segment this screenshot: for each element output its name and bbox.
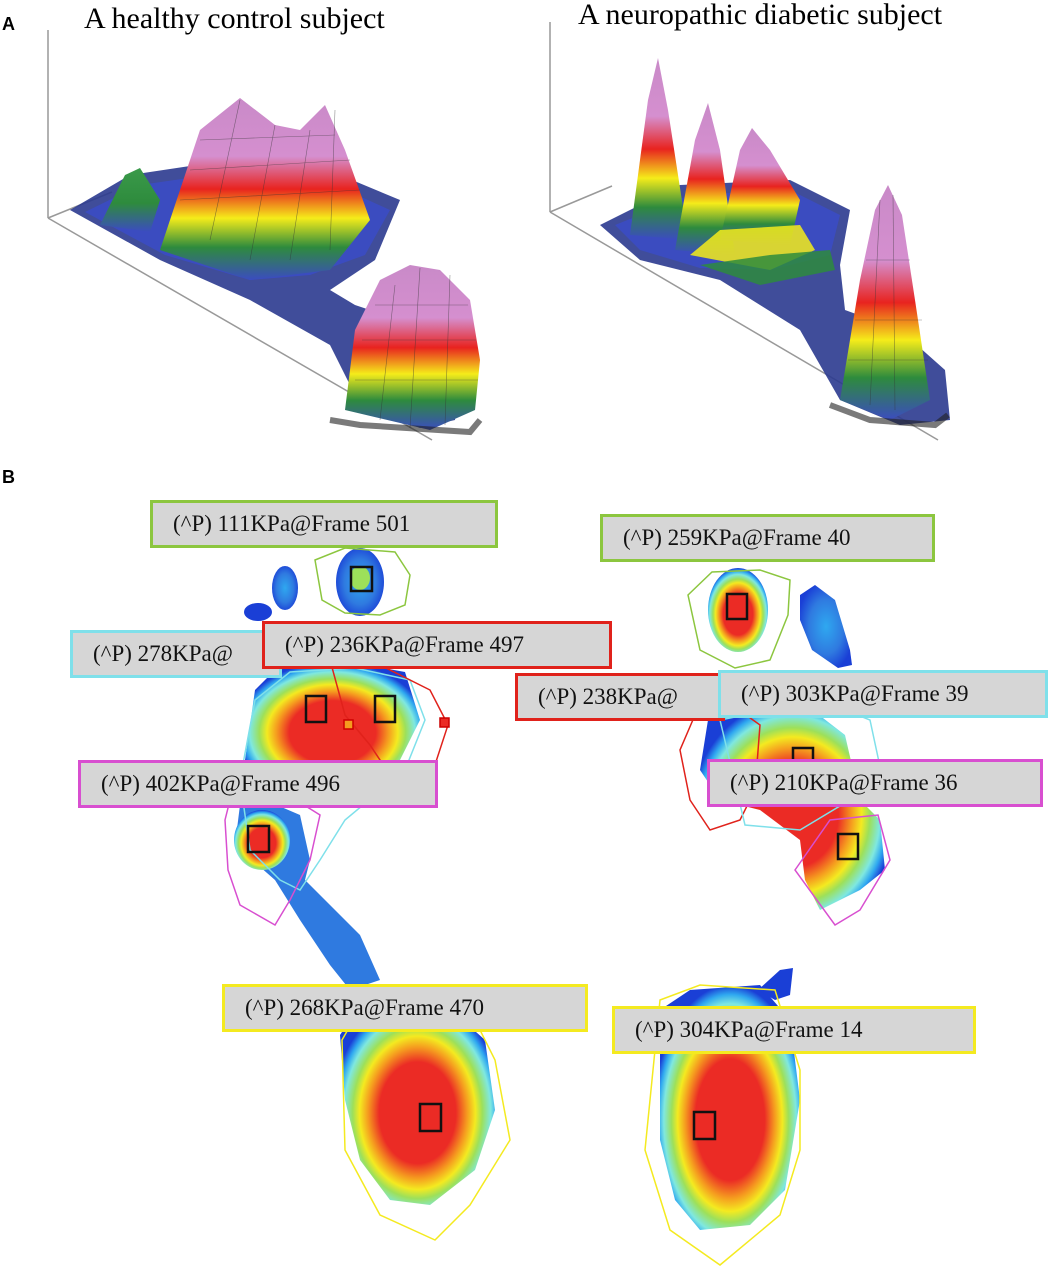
neuropathic-surface-plot — [549, 22, 950, 441]
left-subject-title: A healthy control subject — [84, 2, 385, 35]
right-heel-peak-label: (^P) 304KPa@Frame 14 — [612, 1006, 976, 1054]
panel-a-letter: A — [2, 14, 15, 34]
left-midfoot-magenta-label: (^P) 402KPa@Frame 496 — [78, 760, 438, 808]
right-toe-peak-label: (^P) 259KPa@Frame 40 — [600, 514, 935, 562]
left-forefoot-red-label: (^P) 236KPa@Frame 497 — [262, 621, 612, 669]
right-subject-title: A neuropathic diabetic subject — [578, 0, 943, 31]
healthy-surface-plot — [47, 30, 483, 441]
left-forefoot-cyan-label: (^P) 278KPa@ — [70, 630, 282, 678]
left-heel-peak-label: (^P) 268KPa@Frame 470 — [222, 984, 588, 1032]
right-midfoot-magenta-label: (^P) 210KPa@Frame 36 — [707, 759, 1043, 807]
left-toe-peak-label: (^P) 111KPa@Frame 501 — [150, 500, 498, 548]
right-forefoot-red-label: (^P) 238KPa@ — [515, 673, 725, 721]
panel-b-letter: B — [2, 467, 15, 487]
right-forefoot-cyan-label: (^P) 303KPa@Frame 39 — [718, 670, 1048, 718]
left-foot-heatmap — [224, 547, 511, 1241]
